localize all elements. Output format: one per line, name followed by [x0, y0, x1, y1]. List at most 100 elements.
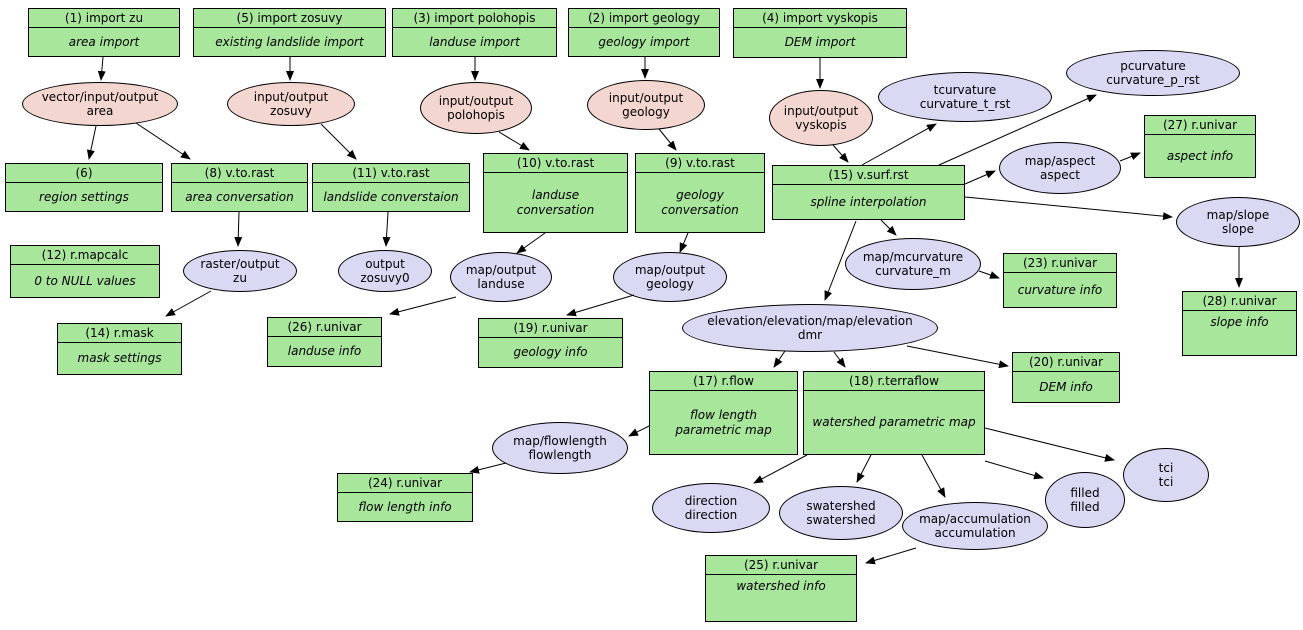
data-label-line1: input/output	[783, 103, 859, 118]
data-node-tci[interactable]: tci tci	[1123, 448, 1209, 502]
tool-desc: existing landslide import	[215, 34, 364, 49]
tool-node-runivar-flowlength[interactable]: (24) r.univar flow length info	[337, 473, 473, 522]
data-node-raster-zu[interactable]: raster/output zu	[183, 250, 297, 292]
tool-node-vtorast-area[interactable]: (8) v.to.rast area conversation	[171, 163, 308, 212]
data-label-line1: raster/output	[200, 256, 280, 271]
data-node-pcurvature[interactable]: pcurvature curvature_p_rst	[1066, 50, 1240, 96]
tool-desc: flow length info	[358, 499, 452, 514]
tool-node-rflow[interactable]: (17) r.flow flow length parametric map	[649, 371, 798, 455]
data-node-accumulation[interactable]: map/accumulation accumulation	[902, 502, 1048, 550]
edge	[658, 128, 677, 151]
data-node-filled[interactable]: filled filled	[1045, 472, 1125, 528]
edge	[389, 296, 457, 316]
data-node-zosuvy[interactable]: input/output zosuvy	[227, 82, 355, 126]
tool-desc: spline interpolation	[810, 194, 927, 209]
tool-node-vtorast-geology[interactable]: (9) v.to.rast geology conversation	[635, 153, 765, 233]
data-label-line1: map/mcurvature	[862, 249, 964, 264]
edge	[165, 290, 212, 317]
data-label-line2: zosuvy	[270, 104, 312, 118]
tool-node-runivar-dem[interactable]: (20) r.univar DEM info	[1012, 352, 1120, 403]
data-label-line1: direction	[684, 493, 738, 508]
tool-node-vtorast-landslide[interactable]: (11) v.to.rast landslide converstaion	[312, 163, 470, 212]
edge	[498, 131, 530, 151]
data-label-line2: tci	[1158, 475, 1174, 489]
edge	[880, 219, 897, 236]
tool-node-region-settings[interactable]: (6) region settings	[5, 163, 163, 212]
data-node-swatershed[interactable]: swatershed swatershed	[779, 486, 903, 540]
tool-node-runivar-geology[interactable]: (19) r.univar geology info	[478, 318, 623, 368]
data-node-area[interactable]: vector/input/output area	[22, 82, 178, 126]
data-label-line2: swatershed	[806, 513, 876, 527]
data-node-elevation-dmr[interactable]: elevation/elevation/map/elevation dmr	[682, 304, 938, 352]
data-label-line2: curvature_m	[875, 264, 951, 278]
edge	[753, 454, 808, 484]
tool-node-runivar-curvature[interactable]: (23) r.univar curvature info	[1003, 253, 1117, 308]
tool-desc: curvature info	[1017, 282, 1103, 297]
tool-node-runivar-landuse[interactable]: (26) r.univar landuse info	[267, 317, 382, 367]
tool-title: (3) import polohopis	[393, 9, 556, 28]
edge	[469, 462, 507, 474]
data-node-geology-input[interactable]: input/output geology	[587, 80, 705, 130]
data-label-line2: dmr	[797, 328, 823, 342]
data-label-line1: elevation/elevation/map/elevation	[707, 313, 913, 328]
tool-desc: slope info	[1210, 315, 1269, 329]
tool-title: (18) r.terraflow	[804, 372, 984, 391]
data-node-vyskopis[interactable]: input/output vyskopis	[769, 90, 873, 146]
tool-title: (12) r.mapcalc	[11, 246, 159, 265]
tool-node-runivar-watershed[interactable]: (25) r.univar watershed info	[705, 555, 857, 622]
tool-node-import-zu[interactable]: (1) import zu area import	[28, 8, 180, 57]
tool-desc: watershed parametric map	[812, 415, 976, 430]
tool-node-rmask[interactable]: (14) r.mask mask settings	[57, 323, 182, 375]
tool-desc: flow length parametric map	[675, 408, 772, 437]
edge	[964, 196, 1173, 221]
tool-desc: region settings	[39, 189, 129, 204]
data-node-direction[interactable]: direction direction	[652, 483, 770, 533]
data-label-line2: zu	[233, 271, 247, 285]
edge	[865, 547, 917, 565]
data-label-line1: tcurvature	[933, 82, 997, 97]
tool-title: (8) v.to.rast	[172, 164, 307, 183]
edge	[97, 56, 106, 81]
tool-node-import-zosuvy[interactable]: (5) import zosuvy existing landslide imp…	[193, 8, 386, 57]
data-node-flowlength[interactable]: map/flowlength flowlength	[492, 422, 628, 474]
edge	[984, 427, 1115, 462]
tool-desc: landuse conversation	[516, 188, 595, 217]
edge	[773, 350, 786, 368]
tool-desc: area import	[68, 34, 140, 49]
tool-node-rterraflow[interactable]: (18) r.terraflow watershed parametric ma…	[803, 371, 985, 455]
tool-desc: 0 to NULL values	[34, 273, 136, 288]
data-label-line1: tci	[1158, 460, 1174, 475]
tool-node-vtorast-landuse[interactable]: (10) v.to.rast landuse conversation	[483, 153, 628, 233]
tool-node-import-geology[interactable]: (2) import geology geology import	[568, 8, 720, 57]
data-label-line2: curvature_p_rst	[1106, 73, 1200, 87]
data-node-mcurvature[interactable]: map/mcurvature curvature_m	[845, 238, 981, 290]
tool-title: (23) r.univar	[1004, 254, 1116, 273]
data-node-landuse-output[interactable]: map/output landuse	[450, 252, 552, 302]
edge	[234, 211, 243, 247]
tool-title: (19) r.univar	[479, 319, 622, 338]
tool-title: (2) import geology	[569, 9, 719, 28]
data-node-polohopis[interactable]: input/output polohopis	[420, 82, 532, 134]
tool-node-runivar-slope[interactable]: (28) r.univar slope info	[1182, 291, 1297, 356]
tool-node-rmapcalc[interactable]: (12) r.mapcalc 0 to NULL values	[10, 245, 160, 298]
tool-title: (15) v.surf.rst	[773, 166, 964, 185]
data-node-aspect[interactable]: map/aspect aspect	[999, 142, 1121, 194]
data-node-geology-output[interactable]: map/output geology	[613, 252, 727, 302]
tool-desc: geology info	[513, 345, 588, 360]
tool-node-runivar-aspect[interactable]: (27) r.univar aspect info	[1144, 115, 1256, 178]
data-node-zosuvy0[interactable]: output zosuvy0	[338, 250, 432, 292]
tool-desc: area conversation	[185, 189, 294, 204]
data-label-line1: swatershed	[806, 498, 876, 513]
edge	[964, 170, 996, 185]
tool-node-vsurfrst[interactable]: (15) v.surf.rst spline interpolation	[772, 165, 965, 220]
tool-title: (9) v.to.rast	[636, 154, 764, 173]
tool-node-import-vyskopis[interactable]: (4) import vyskopis DEM import	[733, 8, 907, 58]
tool-title: (14) r.mask	[58, 324, 181, 343]
tool-node-import-polohopis[interactable]: (3) import polohopis landuse import	[392, 8, 557, 57]
tool-title: (20) r.univar	[1013, 353, 1119, 372]
tool-desc: geology conversation	[661, 188, 739, 217]
data-label-line2: direction	[684, 508, 738, 522]
data-node-slope[interactable]: map/slope slope	[1176, 197, 1300, 247]
data-node-tcurvature[interactable]: tcurvature curvature_t_rst	[878, 72, 1052, 122]
tool-desc: DEM import	[784, 35, 856, 50]
